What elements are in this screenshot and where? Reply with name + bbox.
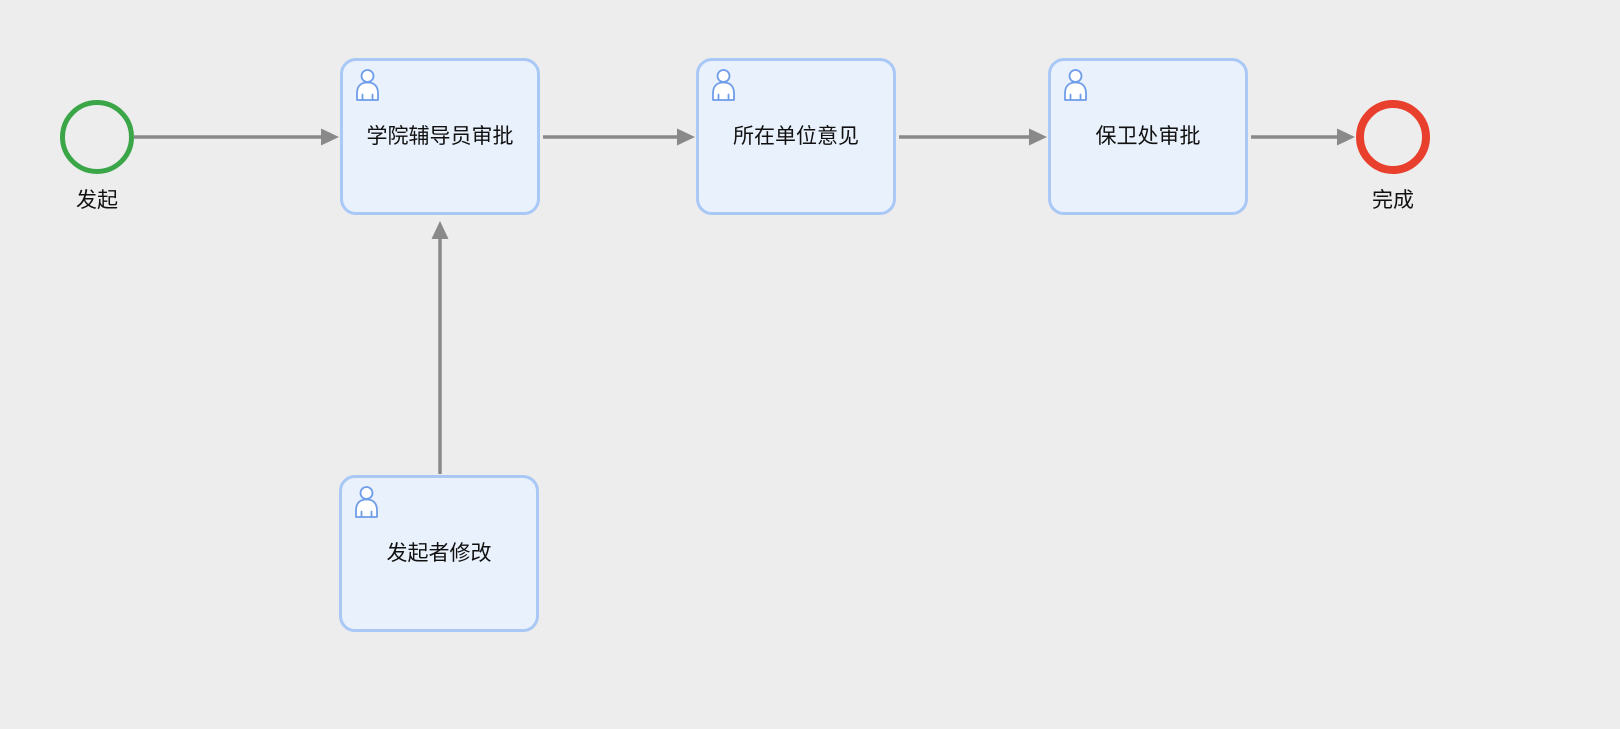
task-node-college-counselor-approval[interactable]: 学院辅导员审批: [340, 58, 540, 215]
start-event-label: 发起: [76, 189, 118, 212]
start-event-node[interactable]: 发起: [60, 100, 134, 214]
user-icon: [356, 69, 379, 101]
edge-task3-to-end: [1251, 128, 1355, 146]
edge-start-to-task1: [134, 128, 339, 146]
end-event-node[interactable]: 完成: [1356, 100, 1430, 214]
end-event-circle: [1356, 100, 1430, 174]
user-icon: [1064, 69, 1087, 101]
edge-task1-to-task2: [543, 128, 695, 146]
user-icon: [712, 69, 735, 101]
task-node-unit-opinion[interactable]: 所在单位意见: [696, 58, 896, 215]
edge-task4-to-task1: [431, 221, 449, 474]
start-event-circle: [60, 100, 134, 174]
task-label: 发起者修改: [386, 541, 492, 565]
task-node-security-office-approval[interactable]: 保卫处审批: [1048, 58, 1248, 215]
edge-task2-to-task3: [899, 128, 1047, 146]
end-event-label: 完成: [1372, 189, 1414, 212]
task-label: 学院辅导员审批: [366, 124, 514, 148]
task-node-initiator-revision[interactable]: 发起者修改: [339, 475, 539, 632]
user-icon: [355, 486, 378, 518]
task-label: 保卫处审批: [1095, 124, 1201, 148]
task-label: 所在单位意见: [733, 124, 859, 148]
